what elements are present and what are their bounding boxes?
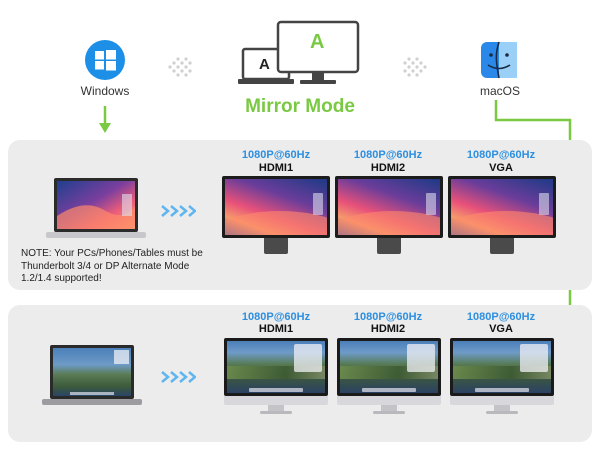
- windows-logo-icon: [85, 40, 125, 80]
- imac-neck: [381, 405, 397, 411]
- dotted-arrow-right-icon: [400, 54, 430, 80]
- dock: [474, 388, 530, 392]
- display-port: HDMI1: [258, 323, 294, 335]
- macbook: [40, 344, 144, 408]
- display-resolution: 1080P@60Hz: [466, 149, 536, 161]
- window-panel: [539, 193, 549, 215]
- display-resolution: 1080P@60Hz: [241, 311, 311, 323]
- monitor-wallpaper: [225, 179, 327, 235]
- wallpaper-wave: [338, 211, 440, 235]
- widget-panel: [294, 344, 322, 372]
- monitor-hdmi2: [335, 176, 443, 238]
- wallpaper-wave: [225, 211, 327, 235]
- display-port: VGA: [489, 323, 513, 335]
- monitor-vga: [448, 176, 556, 238]
- widget-panel: [407, 344, 435, 372]
- windows-label: Windows: [80, 84, 130, 98]
- imac-chin: [337, 396, 441, 405]
- monitor-wallpaper: [338, 179, 440, 235]
- double-chevron-icon: [160, 370, 197, 384]
- finder-logo-icon: [479, 40, 519, 80]
- dock: [248, 388, 304, 392]
- display-resolution: 1080P@60Hz: [353, 149, 423, 161]
- monitor-stand: [490, 238, 514, 254]
- display-resolution: 1080P@60Hz: [353, 311, 423, 323]
- imac-wallpaper: [340, 341, 438, 393]
- imac-foot: [260, 411, 292, 414]
- dotted-arrow-left-icon: [165, 54, 195, 80]
- display-port: VGA: [489, 162, 513, 174]
- imac-neck: [268, 405, 284, 411]
- imac-foot: [373, 411, 405, 414]
- display-port: HDMI2: [370, 162, 406, 174]
- wallpaper-wave: [451, 211, 553, 235]
- display-resolution: 1080P@60Hz: [241, 149, 311, 161]
- window-panel: [313, 193, 323, 215]
- compatibility-note: NOTE: Your PCs/Phones/Tables must be Thu…: [21, 248, 203, 284]
- monitor-icon: A: [276, 20, 360, 86]
- widget-panel: [520, 344, 548, 372]
- imac-vga: [450, 338, 554, 396]
- macos-label: macOS: [479, 84, 520, 98]
- windows-laptop: [44, 176, 148, 242]
- monitor-letter: A: [310, 31, 325, 53]
- display-resolution: 1080P@60Hz: [466, 311, 536, 323]
- monitor-wallpaper: [451, 179, 553, 235]
- mirror-mode-title: Mirror Mode: [245, 96, 355, 117]
- windows-down-arrow: [98, 106, 112, 134]
- double-chevron-icon: [160, 204, 197, 218]
- monitor-stand: [264, 238, 288, 254]
- imac-hdmi2: [337, 338, 441, 396]
- imac-hdmi1: [224, 338, 328, 396]
- imac-chin: [224, 396, 328, 405]
- laptop-letter: A: [259, 56, 270, 73]
- monitor-stand: [377, 238, 401, 254]
- window-panel: [426, 193, 436, 215]
- imac-chin: [450, 396, 554, 405]
- display-port: HDMI1: [258, 162, 294, 174]
- dock: [361, 388, 417, 392]
- imac-foot: [486, 411, 518, 414]
- imac-wallpaper: [227, 341, 325, 393]
- monitor-hdmi1: [222, 176, 330, 238]
- imac-wallpaper: [453, 341, 551, 393]
- imac-neck: [494, 405, 510, 411]
- display-port: HDMI2: [370, 323, 406, 335]
